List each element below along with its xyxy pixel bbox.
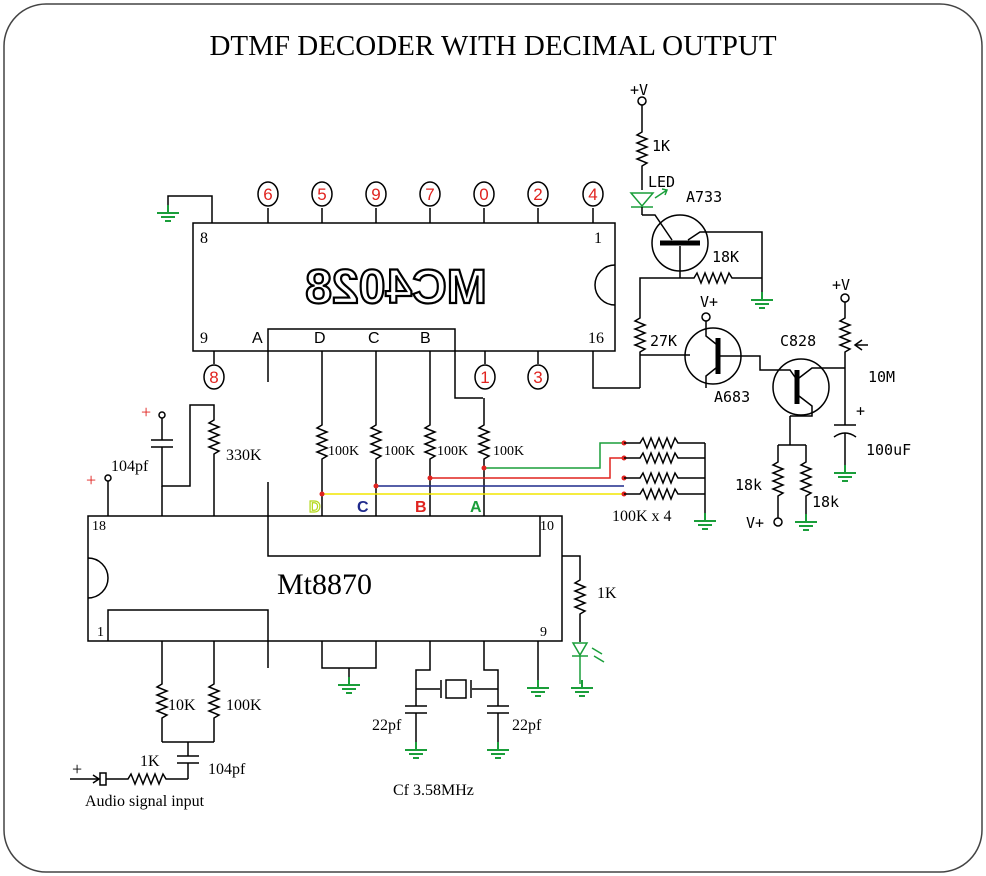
crystal-label: Cf 3.58MHz — [393, 782, 474, 799]
mt8870-pin10: 10 — [540, 519, 554, 534]
status-led — [571, 642, 605, 684]
output-5: 5 — [317, 185, 326, 204]
vplus-right-label: +V — [832, 276, 850, 294]
cap-22pf-left-label: 22pf — [372, 717, 402, 734]
output-3: 3 — [533, 368, 542, 387]
mt8870-chip — [87, 482, 563, 668]
a733-label: A733 — [686, 188, 722, 206]
mt8870-out-b: B — [415, 499, 427, 516]
r-100k-input-label: 100K — [226, 697, 262, 714]
cap-22pf-right-label: 22pf — [512, 717, 542, 734]
pullup-a-label: 100K — [493, 444, 524, 459]
plus-top: + — [141, 402, 151, 422]
r-18k-label: 18K — [712, 248, 739, 266]
output-2: 2 — [533, 185, 542, 204]
transistor-c828 — [772, 358, 845, 417]
a683-label: A683 — [714, 388, 750, 406]
plus-left: + — [86, 470, 96, 490]
mc4028-pin9: 9 — [200, 330, 208, 347]
diagram-title: DTMF DECODER WITH DECIMAL OUTPUT — [209, 30, 776, 62]
r-27k-label: 27K — [650, 332, 677, 350]
pullup-d-label: 100K — [328, 444, 359, 459]
mt8870-out-c: C — [357, 499, 369, 516]
mt8870-out-d: D — [309, 499, 321, 516]
mt8870-out-a: A — [470, 499, 482, 516]
crystal-oscillator — [405, 641, 509, 742]
transistor-a733 — [641, 207, 763, 293]
r-18k-low-b-label: 18k — [812, 493, 839, 511]
mc4028-input-b: B — [420, 330, 431, 347]
r-1k-led-label: 1K — [597, 585, 617, 602]
resistor-bank-label: 100K x 4 — [612, 508, 672, 525]
r-330k-label: 330K — [226, 447, 262, 464]
audio-plus: + — [72, 759, 82, 779]
output-9: 9 — [371, 185, 380, 204]
transistor-a683 — [684, 321, 780, 388]
output-8: 8 — [209, 368, 218, 387]
cap-100uf-label: 100uF — [866, 441, 911, 459]
mc4028-pin8: 8 — [200, 230, 208, 247]
r-1k-top-label: 1K — [652, 137, 670, 155]
cap-104pf-input-label: 104pf — [208, 761, 246, 778]
r-1k-input-label: 1K — [140, 753, 160, 770]
r-10k-label: 10K — [168, 697, 196, 714]
audio-input-label: Audio signal input — [85, 793, 205, 810]
cap-104pf-label: 104pf — [111, 458, 149, 475]
vplus-bottom-label: V+ — [746, 514, 764, 532]
mt8870-pin1: 1 — [97, 625, 104, 640]
mc4028-label: MC4028 — [305, 261, 486, 314]
output-0: 0 — [479, 185, 488, 204]
mc4028-pin1: 1 — [594, 230, 602, 247]
output-1: 1 — [480, 368, 489, 387]
mc4028-input-a: A — [252, 330, 263, 347]
r-18k-low-a-label: 18k — [735, 476, 762, 494]
mt8870-pin9: 9 — [540, 625, 547, 640]
c828-label: C828 — [780, 332, 816, 350]
pullup-c-label: 100K — [384, 444, 415, 459]
cap-plus-label: + — [856, 402, 865, 420]
mt8870-label: Mt8870 — [277, 568, 372, 601]
mc4028-input-d: D — [314, 330, 326, 347]
mt8870-pin18: 18 — [92, 519, 106, 534]
indicator-led — [629, 188, 669, 208]
vplus-small-label: V+ — [700, 293, 718, 311]
output-7: 7 — [425, 185, 434, 204]
mc4028-input-c: C — [368, 330, 380, 347]
output-6: 6 — [263, 185, 272, 204]
pullup-b-label: 100K — [437, 444, 468, 459]
pot-10m-label: 10M — [868, 368, 895, 386]
led-label: LED — [648, 173, 675, 191]
page-border — [3, 3, 983, 873]
mc4028-pin16: 16 — [588, 330, 604, 347]
vplus-top-label: +V — [630, 81, 648, 99]
output-4: 4 — [588, 185, 597, 204]
